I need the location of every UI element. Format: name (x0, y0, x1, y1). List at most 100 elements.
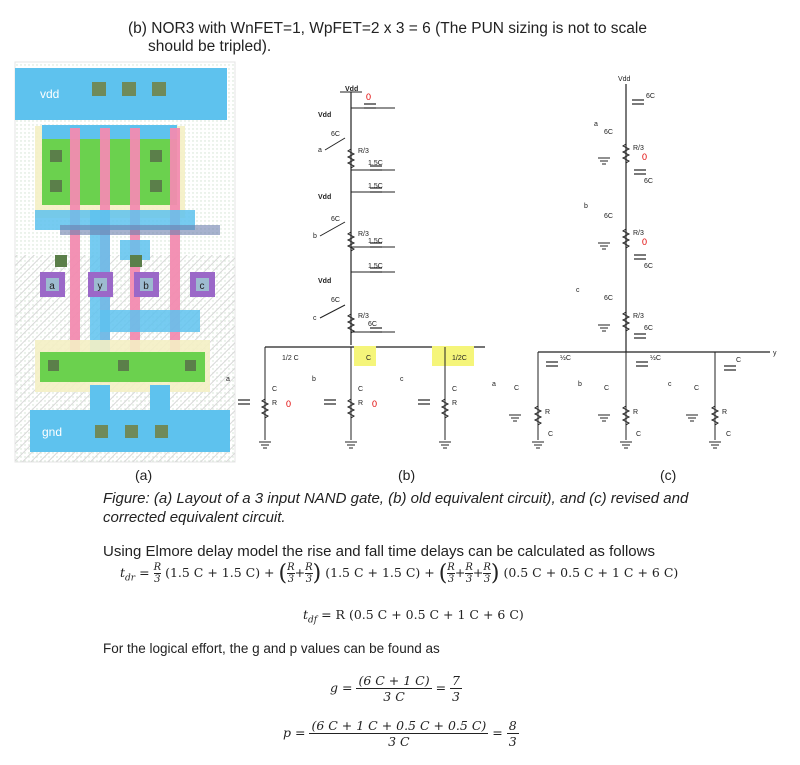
tdr-term-2: (1.5 C + 1.5 C) + (325, 565, 435, 580)
b-node-highlight-2 (432, 346, 474, 366)
g-fraction: (6 C + 1 C)3 C (356, 673, 432, 704)
b-nmos-in-a: a (226, 376, 230, 383)
b-stage3-res: R/3 (358, 313, 369, 320)
c-stage2-res: R/3 (633, 230, 644, 237)
figure-caption: Figure: (a) Layout of a 3 input NAND gat… (103, 490, 689, 526)
c-nmos-in-c: c (668, 381, 672, 388)
b-node-cap-2: C (366, 355, 371, 362)
tdf-equation: tdf = R (0.5 C + 0.5 C + 1 C + 6 C) (303, 607, 524, 626)
c-half-c-2: ½C (650, 354, 661, 362)
p-fraction: (6 C + 1 C + 0.5 C + 0.5 C)3 C (309, 718, 489, 749)
c-pmos-stage-2: b 6C R/3 0 6C (584, 203, 653, 270)
c-zero-1: 0 (642, 152, 647, 162)
b-node-cap-3: 1/2C (452, 355, 467, 362)
input-b-label: b (143, 281, 149, 292)
b-zero-1: 0 (286, 399, 291, 409)
tdf-rhs: = R (0.5 C + 0.5 C + 1 C + 6 C) (321, 607, 524, 622)
c-nmos-cap-2: C (604, 385, 609, 392)
b-nmos-cap-1: C (272, 386, 277, 393)
c-nmos-res-1: R (545, 409, 550, 416)
b-stage3-cap: 6C (331, 297, 340, 304)
c-input-c: c (576, 287, 580, 294)
c-nmos-cap-6: C (726, 431, 731, 438)
b-nmos-res-1: R (272, 400, 277, 407)
b-zero-2: 0 (372, 399, 377, 409)
b-stage3-cap2: 6C (368, 321, 377, 328)
b-stage1-cap: 6C (331, 131, 340, 138)
c-half-c-1: ½C (560, 354, 571, 362)
c-stage3-cap: 6C (604, 295, 613, 302)
g-lhs: g = (330, 680, 353, 695)
b-pmos-stage-1: Vdd a 6C R/3 1.5C 1.5C (318, 103, 395, 193)
tdr-term-3: (0.5 C + 0.5 C + 1 C + 6 C) (503, 565, 679, 580)
b-nmos-in-c: c (400, 376, 404, 383)
circuit-b: Vdd 0 Vdd a 6C R/3 1.5C 1.5C Vdd b 6C R/… (226, 86, 485, 449)
b-pmos-stage-3: Vdd c 6C R/3 6C (313, 278, 395, 338)
c-vdd-label: Vdd (618, 76, 631, 83)
b-input-a: a (318, 147, 322, 154)
b-stage2-cap: 6C (331, 216, 340, 223)
input-y-label: y (98, 281, 103, 292)
c-stage3-cap2: 6C (644, 325, 653, 332)
c-pmos-stage-1: a 6C R/3 0 6C (594, 121, 653, 185)
heading-line-2: should be tripled). (148, 38, 272, 55)
c-stage3-res: R/3 (633, 313, 644, 320)
b-stage2-cap3: 1.5C (368, 263, 383, 270)
b-stage2-res: R/3 (358, 231, 369, 238)
b-stage1-vdd: Vdd (318, 112, 331, 119)
b-input-b: b (313, 233, 317, 240)
c-nmos-cap-5: C (636, 431, 641, 438)
logical-effort-text: For the logical effort, the g and p valu… (103, 641, 440, 656)
c-nmos-cap-4: C (548, 431, 553, 438)
panel-label-a: (a) (135, 467, 152, 483)
heading: (b) NOR3 with WnFET=1, WpFET=2 x 3 = 6 (… (128, 20, 688, 56)
c-nmos-in-b: b (578, 381, 582, 388)
c-nmos-in-a: a (492, 381, 496, 388)
b-nmos-res-3: R (452, 400, 457, 407)
tdr-term-1: (1.5 C + 1.5 C) + (165, 565, 275, 580)
b-node-cap-1: 1/2 C (282, 355, 299, 362)
layout-panel: vdd a y b c (14, 61, 236, 463)
c-nmos-legs: R R R C C C C C C a b c (492, 352, 731, 449)
b-stage3-vdd: Vdd (318, 278, 331, 285)
b-nmos-cap-2: C (358, 386, 363, 393)
b-node-highlight-1 (354, 346, 376, 366)
b-stage2-vdd: Vdd (318, 194, 331, 201)
c-nmos-res-2: R (633, 409, 638, 416)
vdd-rail (15, 68, 227, 120)
c-zero-2: 0 (642, 237, 647, 247)
b-stage1-cap3: 1.5C (368, 183, 383, 190)
tdr-sub: dr (125, 573, 136, 584)
c-stage1-cap2: 6C (644, 178, 653, 185)
c-pmos-stage-3: c 6C R/3 6C (576, 287, 653, 339)
intro-text: Using Elmore delay model the rise and fa… (103, 543, 655, 560)
c-cap-top: 6C (646, 93, 655, 100)
b-stage1-res: R/3 (358, 148, 369, 155)
b-stage2-cap2: 1.5C (368, 238, 383, 245)
c-nmos-res-3: R (722, 409, 727, 416)
input-a-label: a (49, 281, 55, 292)
c-input-a: a (594, 121, 598, 128)
b-pmos-stage-2: Vdd b 6C R/3 1.5C 1.5C (313, 194, 395, 273)
c-nmos-cap-3: C (694, 385, 699, 392)
b-input-c: c (313, 315, 317, 322)
tdr-symbol: t (120, 565, 126, 580)
b-nmos-cap-3: C (452, 386, 457, 393)
heading-line-1: (b) NOR3 with WnFET=1, WpFET=2 x 3 = 6 (… (128, 20, 647, 37)
c-stage1-cap: 6C (604, 129, 613, 136)
c-nmos-cap-1: C (514, 385, 519, 392)
vdd-label: vdd (40, 87, 59, 101)
c-stage1-res: R/3 (633, 145, 644, 152)
c-out-cap: C (736, 357, 741, 364)
p-lhs: p = (283, 725, 306, 740)
b-vdd-label: Vdd (345, 86, 358, 93)
tdf-sub: df (308, 615, 318, 626)
panel-label-c: (c) (660, 467, 676, 483)
b-stage1-cap2: 1.5C (368, 160, 383, 167)
c-stage2-cap2: 6C (644, 263, 653, 270)
